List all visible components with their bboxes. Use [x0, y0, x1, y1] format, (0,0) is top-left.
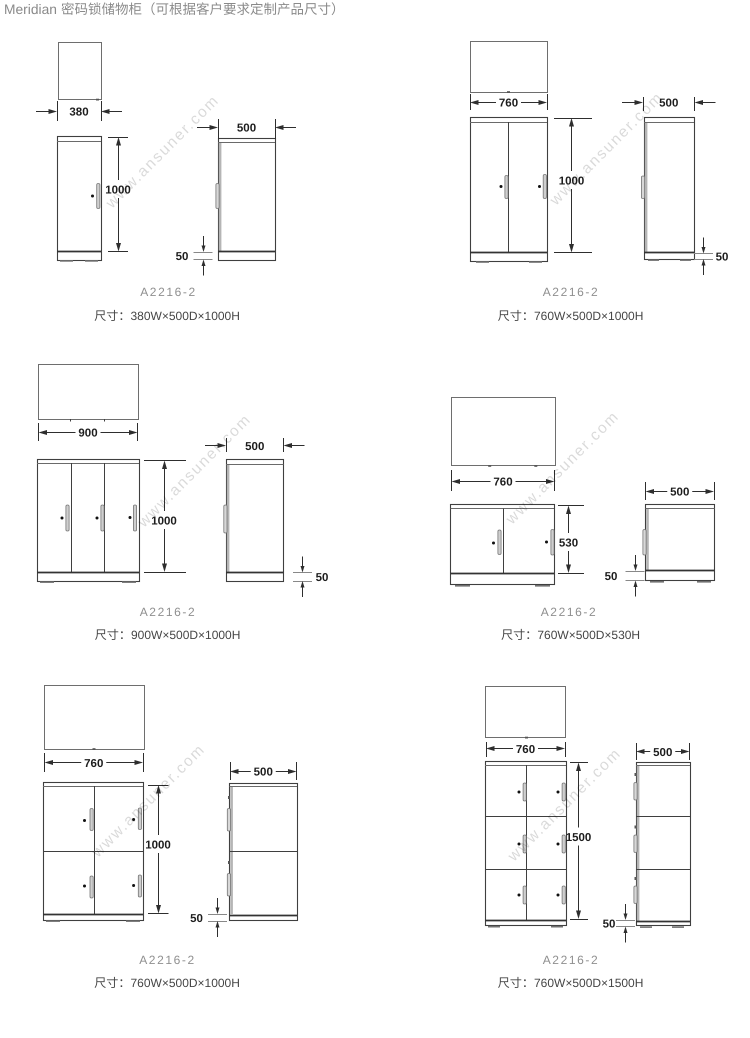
svg-text:A2216-2: A2216-2 [543, 953, 600, 967]
svg-text:760: 760 [493, 476, 512, 488]
svg-text:50: 50 [176, 251, 189, 263]
svg-text:500: 500 [254, 766, 273, 778]
svg-text:760: 760 [84, 758, 103, 770]
svg-text:380W×500D×1000H: 380W×500D×1000H [130, 309, 239, 323]
svg-text:1000: 1000 [145, 839, 171, 851]
svg-text:760W×500D×1000H: 760W×500D×1000H [534, 309, 643, 323]
svg-text:760W×500D×1000H: 760W×500D×1000H [130, 976, 239, 990]
svg-text:A2216-2: A2216-2 [140, 285, 197, 299]
svg-text:1000: 1000 [151, 515, 177, 527]
svg-text:760W×500D×530H: 760W×500D×530H [537, 628, 640, 642]
svg-text:50: 50 [603, 919, 616, 931]
svg-text:500: 500 [245, 441, 264, 453]
svg-text:Meridian: Meridian [4, 2, 57, 17]
svg-text:A2216-2: A2216-2 [139, 953, 196, 967]
svg-text:A2216-2: A2216-2 [543, 285, 600, 299]
svg-text:900W×500D×1000H: 900W×500D×1000H [131, 628, 240, 642]
svg-text:1500: 1500 [566, 832, 592, 844]
svg-text:50: 50 [190, 913, 203, 925]
svg-text:500: 500 [653, 747, 672, 759]
svg-text:760: 760 [499, 97, 518, 109]
svg-text:1000: 1000 [559, 175, 585, 187]
svg-text:530: 530 [559, 537, 578, 549]
svg-text:760W×500D×1500H: 760W×500D×1500H [534, 976, 643, 990]
svg-text:500: 500 [670, 486, 689, 498]
svg-text:www.ansuner.com: www.ansuner.com [102, 92, 223, 213]
svg-text:50: 50 [716, 252, 729, 264]
svg-text:900: 900 [78, 427, 97, 439]
svg-text:www.ansuner.com: www.ansuner.com [546, 89, 667, 210]
svg-text:50: 50 [605, 571, 618, 583]
svg-text:A2216-2: A2216-2 [541, 605, 598, 619]
svg-text:A2216-2: A2216-2 [140, 605, 197, 619]
svg-text:50: 50 [316, 572, 329, 584]
svg-text:380: 380 [69, 106, 88, 118]
svg-text:500: 500 [237, 122, 256, 134]
svg-text:www.ansuner.com: www.ansuner.com [134, 411, 255, 532]
svg-text:www.ansuner.com: www.ansuner.com [502, 408, 623, 529]
svg-text:1000: 1000 [105, 184, 131, 196]
svg-text:760: 760 [516, 744, 535, 756]
svg-text:500: 500 [659, 97, 678, 109]
